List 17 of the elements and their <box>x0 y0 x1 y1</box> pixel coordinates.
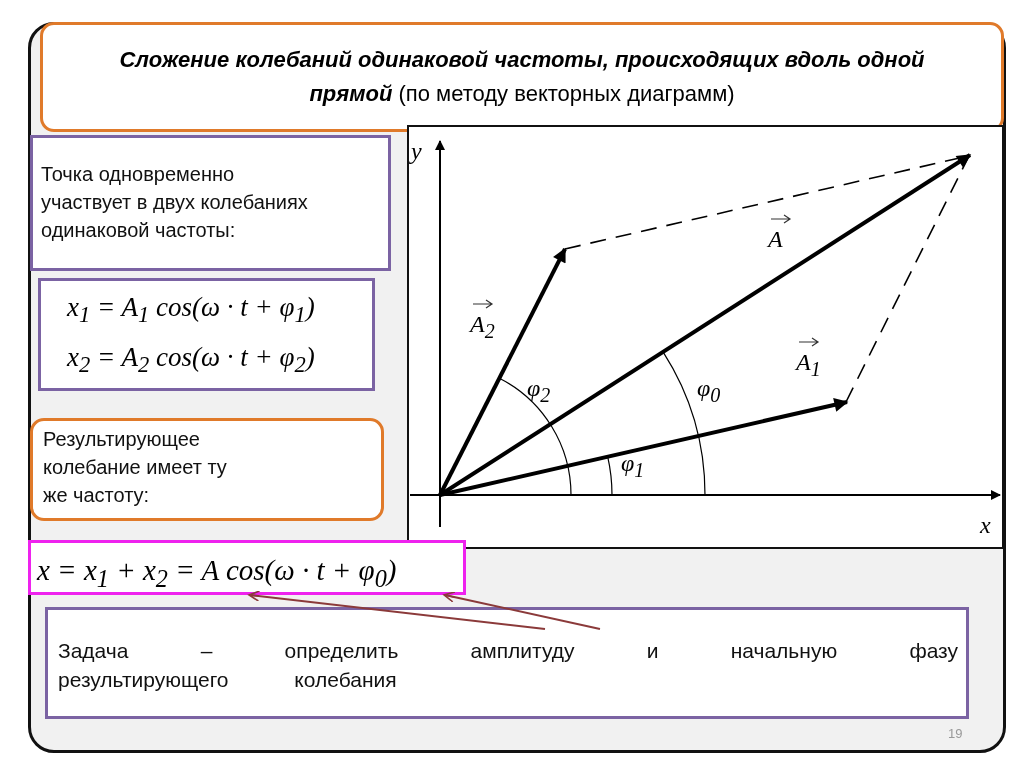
formula-box: x = x$_{1}$ + x$_{2}$ = A cos(ω · t + φ$_{0}$) <box>28 540 466 595</box>
text-box: Точка одновременно участвует в двух колебаниях одинаковой частоты: <box>30 135 391 271</box>
axis-label: x <box>980 512 991 539</box>
text-box: Результирующее колебание имеет ту же частоту: <box>30 418 384 521</box>
angle-label: φ$_{1}$ <box>621 450 645 482</box>
axis-label: y <box>411 138 422 165</box>
vector-label: A <box>768 226 783 253</box>
page-number: 19 <box>948 726 963 741</box>
title: Сложение колебаний одинаковой частоты, происходящих вдоль одной прямой (по методу векторных диаграмм) <box>40 22 1004 132</box>
formula-box: x$_{1}$ = A$_{1}$ cos(ω · t + φ$_{1}$) x$_{2}$ = A$_{2}$ cos(ω · t + φ$_{2}$) <box>38 278 375 391</box>
arrow <box>248 590 546 630</box>
angle-label: φ$_{0}$ <box>697 375 721 407</box>
vector-label: A$_{2}$ <box>470 311 495 343</box>
text-box: Задача – определить амплитуду и начальную фазу результирующего колебания <box>45 607 969 719</box>
vector-label: A$_{1}$ <box>796 349 821 381</box>
arrow <box>443 591 601 630</box>
angle-label: φ$_{2}$ <box>527 375 551 407</box>
